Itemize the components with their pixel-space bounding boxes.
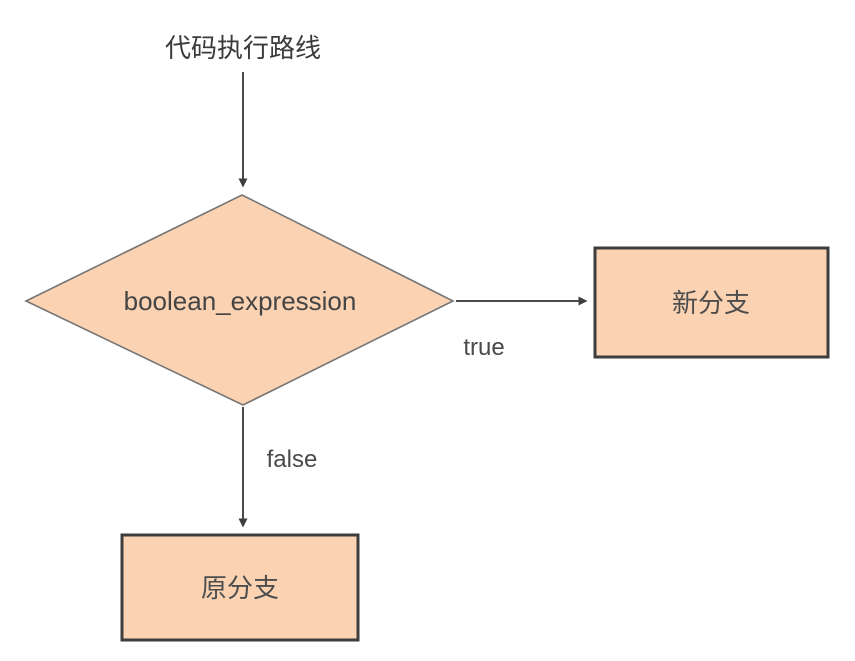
decision-label: boolean_expression: [124, 286, 357, 316]
new-branch-label: 新分支: [672, 288, 750, 318]
original-branch-box: [120, 533, 360, 642]
new-branch-box: [593, 246, 830, 359]
decision-diamond: [24, 194, 455, 406]
start-label: 代码执行路线: [165, 33, 321, 63]
original-branch-label: 原分支: [201, 573, 279, 603]
true-edge-label: true: [463, 334, 504, 361]
false-edge-label: false: [267, 446, 318, 473]
